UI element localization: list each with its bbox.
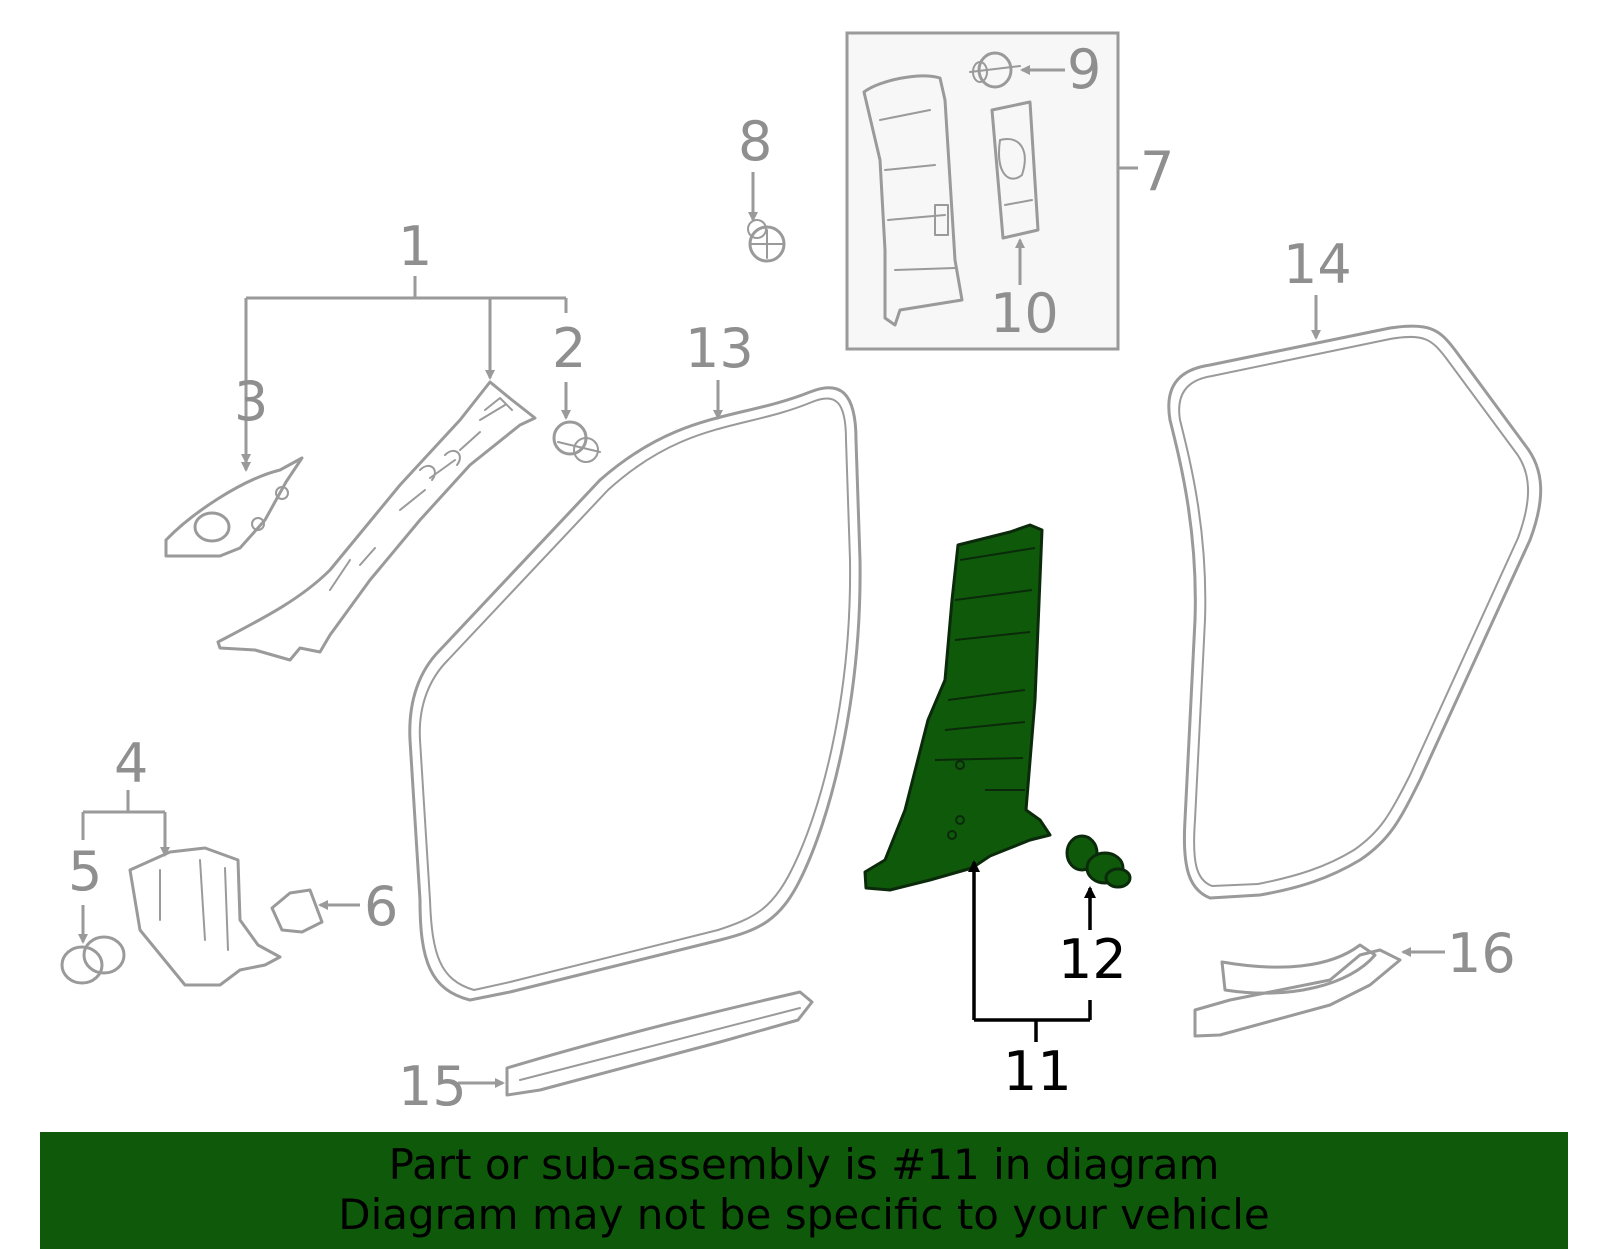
- part-7-pillar-upper: [862, 74, 964, 327]
- callout-16: 16: [1447, 922, 1516, 985]
- callout-8: 8: [738, 110, 772, 173]
- part-9-clip: [969, 51, 1021, 89]
- part-1-a-pillar-trim: [216, 380, 537, 662]
- callout-12: 12: [1058, 928, 1127, 991]
- part-10-cover: [990, 100, 1040, 240]
- callout-9: 9: [1067, 38, 1101, 101]
- inset-box-7: [845, 31, 1120, 351]
- callout-10: 10: [990, 282, 1059, 345]
- part-3-garnish: [164, 456, 304, 558]
- callout-11: 11: [1003, 1040, 1072, 1103]
- callout-14: 14: [1283, 233, 1352, 296]
- part-5-clip: [60, 935, 126, 985]
- callout-6: 6: [364, 875, 398, 938]
- banner-line-1: Part or sub-assembly is #11 in diagram: [388, 1140, 1220, 1189]
- part-6-clip: [270, 888, 324, 934]
- callout-2: 2: [552, 317, 586, 380]
- callout-13: 13: [685, 317, 754, 380]
- callout-5: 5: [68, 840, 102, 903]
- callout-7: 7: [1140, 140, 1174, 203]
- leader-lines-highlighted: [968, 860, 1096, 1042]
- part-11-center-pillar-lower-trim: [863, 523, 1052, 892]
- info-banner: Part or sub-assembly is #11 in diagram D…: [40, 1132, 1568, 1249]
- banner-line-2: Diagram may not be specific to your vehi…: [338, 1190, 1270, 1239]
- part-12-clip: [1065, 834, 1132, 889]
- callout-1: 1: [398, 215, 432, 278]
- callout-3: 3: [234, 370, 268, 433]
- callout-4: 4: [114, 732, 148, 795]
- leader-lines: [78, 65, 1445, 1088]
- part-2-clip: [552, 420, 601, 463]
- part-14-weatherstrip-rear: [1167, 324, 1543, 900]
- part-15-scuff-plate: [505, 990, 814, 1097]
- part-8-clip: [747, 219, 786, 263]
- part-16-scuff-plate: [1193, 943, 1402, 1038]
- callout-15: 15: [398, 1055, 467, 1118]
- part-4-cowl-side-trim: [128, 846, 282, 987]
- part-13-weatherstrip-front: [408, 386, 862, 1002]
